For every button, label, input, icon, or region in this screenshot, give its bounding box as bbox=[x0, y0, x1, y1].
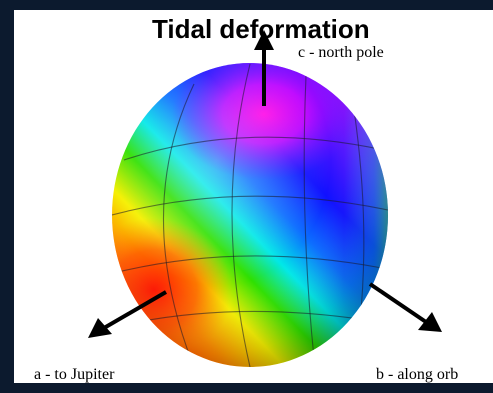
arrow-down-left-icon bbox=[88, 290, 168, 338]
label-to-jupiter: a - to Jupiter bbox=[34, 366, 115, 383]
diagram-title: Tidal deformation bbox=[152, 14, 370, 44]
deformed-sphere bbox=[112, 63, 388, 367]
arrow-down-right-icon bbox=[368, 282, 442, 332]
label-north-pole: c - north pole bbox=[298, 44, 384, 61]
tidal-deformation-diagram bbox=[88, 30, 442, 367]
label-along-orbit: b - along orb bbox=[376, 366, 459, 383]
arrow-up-icon bbox=[254, 30, 274, 106]
sphere-grid bbox=[112, 63, 388, 367]
diagram-panel: Tidal deformation c - north pole a - to … bbox=[14, 10, 493, 383]
